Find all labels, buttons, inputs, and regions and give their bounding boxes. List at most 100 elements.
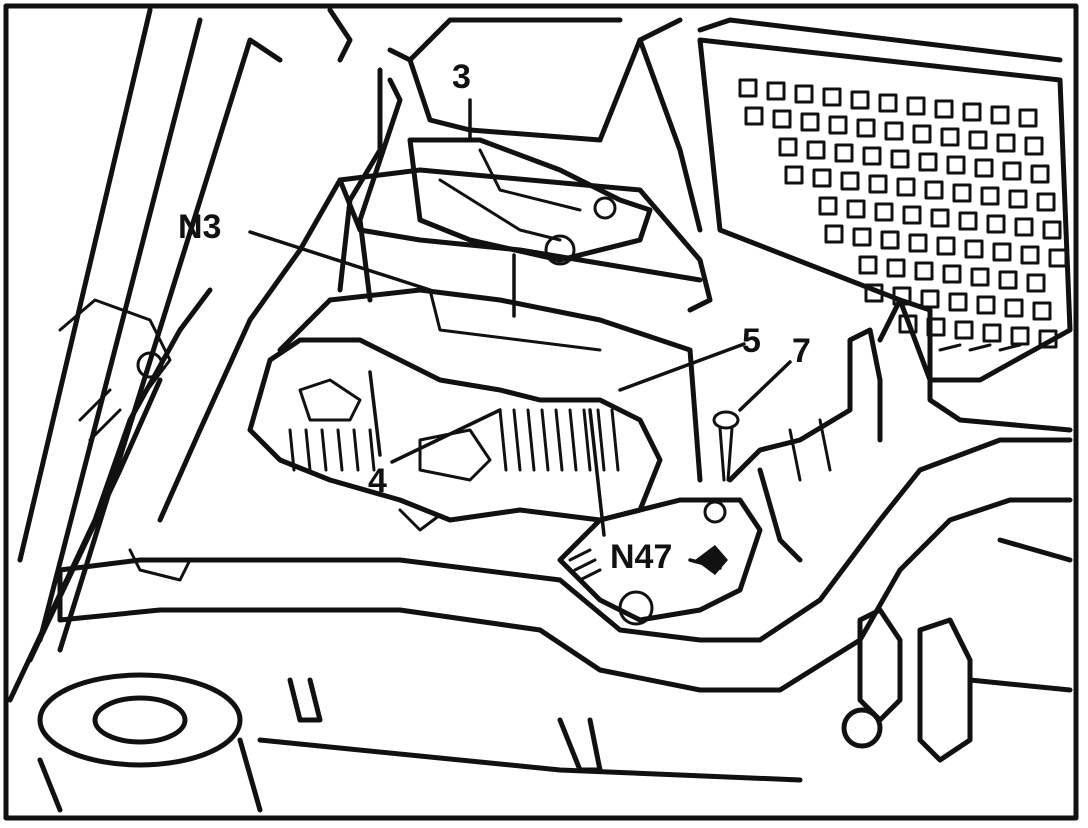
grille-cell bbox=[778, 137, 798, 157]
grille-cell bbox=[878, 93, 898, 113]
connector-rib bbox=[336, 428, 344, 472]
grille-cell bbox=[772, 109, 792, 129]
grille-cell bbox=[968, 130, 988, 150]
grille-cell bbox=[1032, 301, 1052, 321]
grille-cell bbox=[918, 152, 938, 172]
grille-cell bbox=[898, 314, 918, 334]
grille-cell bbox=[1002, 161, 1022, 181]
grille-cell bbox=[936, 236, 956, 256]
grille-cell bbox=[738, 78, 758, 98]
grille-cell bbox=[850, 90, 870, 110]
grille-cell bbox=[1038, 329, 1058, 349]
grille-cell bbox=[856, 118, 876, 138]
grille-cell bbox=[1030, 164, 1050, 184]
grille-cell bbox=[1010, 326, 1030, 346]
grille-cell bbox=[920, 289, 940, 309]
connector-rib bbox=[568, 408, 578, 472]
connector-rib bbox=[368, 428, 376, 472]
grille-cell bbox=[846, 199, 866, 219]
grille-cell bbox=[958, 211, 978, 231]
grille-cell bbox=[948, 292, 968, 312]
connector-rib bbox=[582, 408, 592, 472]
grille-cell bbox=[996, 133, 1016, 153]
connector-rib bbox=[554, 408, 564, 472]
grille-cell bbox=[744, 106, 764, 126]
grille-cell bbox=[906, 96, 926, 116]
leader-lines bbox=[248, 98, 792, 570]
grille-cell bbox=[862, 146, 882, 166]
label-4: 4 bbox=[368, 462, 387, 500]
label-5: 5 bbox=[742, 322, 761, 360]
connector-rib bbox=[352, 428, 360, 472]
connector-rib bbox=[540, 408, 550, 472]
control-unit-housing bbox=[157, 167, 713, 523]
connector-plugs bbox=[247, 337, 663, 532]
grille-cell bbox=[858, 255, 878, 275]
grille-cell bbox=[880, 230, 900, 250]
connector-rib bbox=[610, 408, 620, 472]
grille-cell bbox=[990, 105, 1010, 125]
grille-cell bbox=[766, 81, 786, 101]
cowl-panel bbox=[327, 7, 703, 233]
grille-cell bbox=[976, 295, 996, 315]
grille-cell bbox=[896, 177, 916, 197]
grille-cell bbox=[946, 155, 966, 175]
grille-cell bbox=[806, 140, 826, 160]
grille-cell bbox=[986, 214, 1006, 234]
grille-cell bbox=[952, 183, 972, 203]
screw-7 bbox=[712, 410, 740, 482]
grille-cell bbox=[964, 239, 984, 259]
grille-cell bbox=[982, 323, 1002, 343]
grille-cell bbox=[902, 205, 922, 225]
grille-cell bbox=[852, 227, 872, 247]
grille-cell bbox=[970, 267, 990, 287]
grille-cell bbox=[784, 165, 804, 185]
grille-cell bbox=[886, 258, 906, 278]
grille-cell bbox=[892, 286, 912, 306]
grille-cell bbox=[1004, 298, 1024, 318]
connector-rib bbox=[320, 428, 328, 472]
right-bracket bbox=[727, 297, 1073, 563]
grille-cell bbox=[992, 242, 1012, 262]
grille-cell bbox=[800, 112, 820, 132]
grille-cell bbox=[962, 102, 982, 122]
grille-cell bbox=[890, 149, 910, 169]
grille-cell bbox=[1048, 248, 1068, 268]
grille-cell bbox=[812, 168, 832, 188]
grille-cell bbox=[1014, 217, 1034, 237]
grille-cell bbox=[1026, 273, 1046, 293]
grille-cell bbox=[834, 143, 854, 163]
grille-cell bbox=[1008, 189, 1028, 209]
grille-cell bbox=[822, 87, 842, 107]
grille-cell bbox=[1036, 192, 1056, 212]
left-fender bbox=[7, 7, 283, 703]
grille-cell bbox=[942, 264, 962, 284]
air-filter-grille bbox=[697, 17, 1073, 383]
label-3: 3 bbox=[452, 58, 471, 96]
grille-cell bbox=[1024, 136, 1044, 156]
grille-cell bbox=[924, 180, 944, 200]
front-crossmember bbox=[57, 437, 1073, 693]
connector-rib bbox=[596, 408, 606, 472]
grille-cell bbox=[824, 224, 844, 244]
grille-cell bbox=[840, 171, 860, 191]
grille-cell bbox=[818, 196, 838, 216]
label-n47: N47 bbox=[610, 538, 672, 576]
connector-rib bbox=[288, 428, 296, 472]
grille-cell bbox=[912, 124, 932, 144]
grille-cell bbox=[930, 208, 950, 228]
grille-cell bbox=[954, 320, 974, 340]
grille-cell bbox=[940, 127, 960, 147]
grille-cell bbox=[908, 233, 928, 253]
frame-border bbox=[3, 3, 1079, 821]
grille-cell bbox=[1020, 245, 1040, 265]
lower-components bbox=[37, 537, 1073, 813]
connector-rib bbox=[526, 408, 536, 472]
grille-cell bbox=[864, 283, 884, 303]
grille-cell bbox=[980, 186, 1000, 206]
grille-cell bbox=[1018, 108, 1038, 128]
grille-cell bbox=[914, 261, 934, 281]
grille-cell bbox=[974, 158, 994, 178]
